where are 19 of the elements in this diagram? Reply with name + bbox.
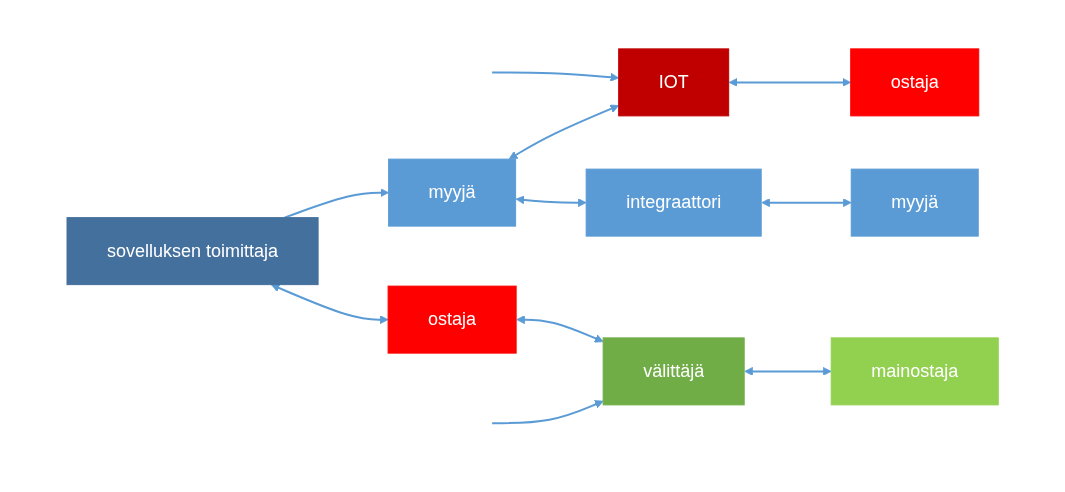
arrow — [516, 315, 604, 343]
arrow — [761, 198, 852, 208]
arrow — [283, 188, 389, 219]
arrow — [728, 77, 851, 87]
node-box: integraattori — [585, 168, 762, 237]
node-box: ostaja — [387, 285, 517, 354]
node-box: välittäjä — [602, 337, 745, 406]
arrow — [491, 71, 619, 82]
node-box: IOT — [618, 48, 730, 117]
node-box: mainostaja — [830, 337, 999, 406]
arrow — [515, 195, 587, 208]
node-box: myyjä — [850, 168, 979, 237]
node-box: myyjä — [388, 158, 516, 227]
node-box: sovelluksen toimittaja — [66, 217, 319, 286]
arrow — [744, 367, 832, 376]
arrow — [491, 400, 604, 425]
node-box: ostaja — [850, 48, 980, 117]
arrow — [270, 283, 389, 324]
arrow — [508, 104, 619, 160]
